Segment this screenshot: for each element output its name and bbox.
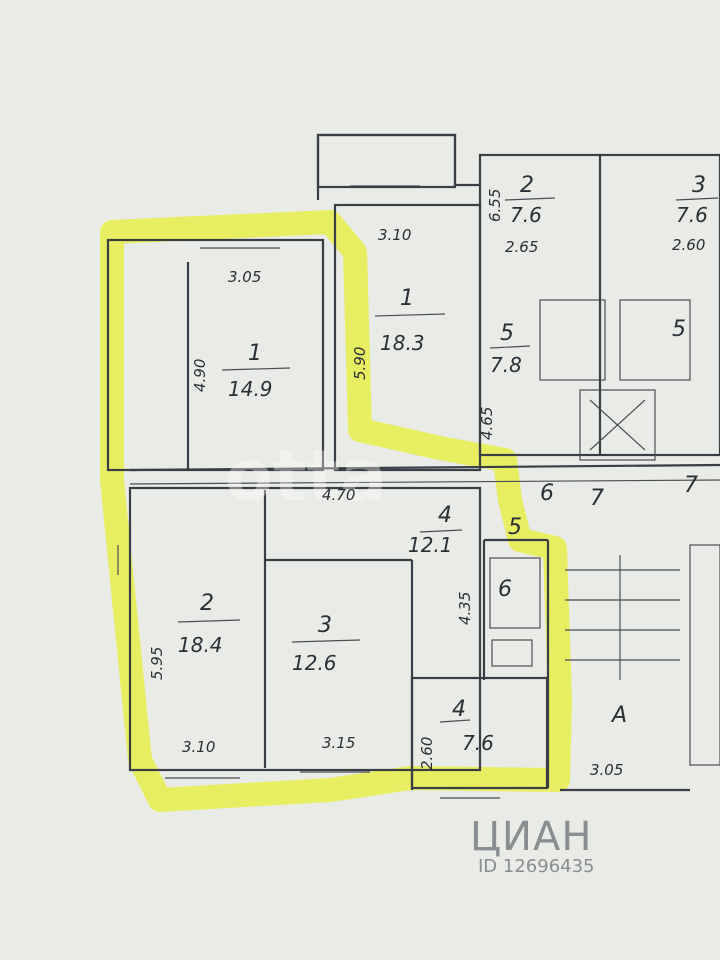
dimension-label: 5.95 xyxy=(148,647,166,680)
room-number: 1 xyxy=(400,286,414,311)
room-number: 1 xyxy=(248,341,262,366)
dimension-label: 2.60 xyxy=(672,236,705,254)
room-area: 7.6 xyxy=(462,731,494,755)
room-number: 7 xyxy=(590,486,604,511)
room-number: 5 xyxy=(508,515,522,540)
dimension-label: 4.90 xyxy=(191,359,209,392)
room-number: A xyxy=(610,703,627,728)
watermark-logo: ЦИАН xyxy=(470,814,592,860)
dimension-label: 3.05 xyxy=(228,268,261,286)
room-area: 18.3 xyxy=(380,331,425,355)
room-number: 5 xyxy=(672,317,686,342)
room-area: 12.1 xyxy=(408,533,453,557)
dimension-label: 5.90 xyxy=(351,347,369,380)
ghost-watermark: otta xyxy=(225,435,387,517)
dimension-label: 3.05 xyxy=(590,761,623,779)
apartment-walls xyxy=(106,185,720,799)
dimension-label: 3.10 xyxy=(182,738,215,756)
room-labels: 1 14.9 1 18.3 2 18.4 3 12.6 4 12.1 4 7.6… xyxy=(177,286,522,755)
watermark-id: ID 12696435 xyxy=(478,856,595,877)
room-number: 6 xyxy=(540,481,554,506)
dimension-labels: 3.05 3.10 4.90 5.90 4.70 5.95 3.10 3.15 … xyxy=(148,189,705,779)
dimension-label: 4.70 xyxy=(322,486,355,504)
room-area: 14.9 xyxy=(228,377,273,401)
room-number: 2 xyxy=(200,591,214,616)
room-number: 4 xyxy=(452,697,466,722)
dimension-label: 6.55 xyxy=(486,189,504,222)
apartment-highlight xyxy=(100,210,572,812)
room-number: 5 xyxy=(500,321,514,346)
dimension-label: 3.10 xyxy=(378,226,411,244)
neighbor-room-labels: 2 7.6 3 7.6 5 7.8 5 6 7 7 A xyxy=(489,173,719,728)
room-number: 4 xyxy=(438,503,452,528)
building-walls xyxy=(316,133,720,792)
dimension-label: 4.65 xyxy=(478,407,496,440)
room-area: 7.6 xyxy=(510,203,542,227)
dimension-label: 4.35 xyxy=(456,592,474,625)
room-number: 7 xyxy=(684,473,698,498)
room-number: 2 xyxy=(520,173,534,198)
room-area: 7.8 xyxy=(490,353,522,377)
cian-watermark: ЦИАН ID 12696435 xyxy=(470,814,595,877)
room-area: 7.6 xyxy=(676,203,708,227)
room-number: 6 xyxy=(498,577,512,602)
dimension-label: 2.60 xyxy=(418,737,436,770)
dimension-label: 2.65 xyxy=(505,238,538,256)
room-area: 18.4 xyxy=(178,633,223,657)
dimension-label: 3.15 xyxy=(322,734,355,752)
room-area: 12.6 xyxy=(292,651,337,675)
room-number: 3 xyxy=(318,613,332,638)
room-number: 3 xyxy=(692,173,706,198)
